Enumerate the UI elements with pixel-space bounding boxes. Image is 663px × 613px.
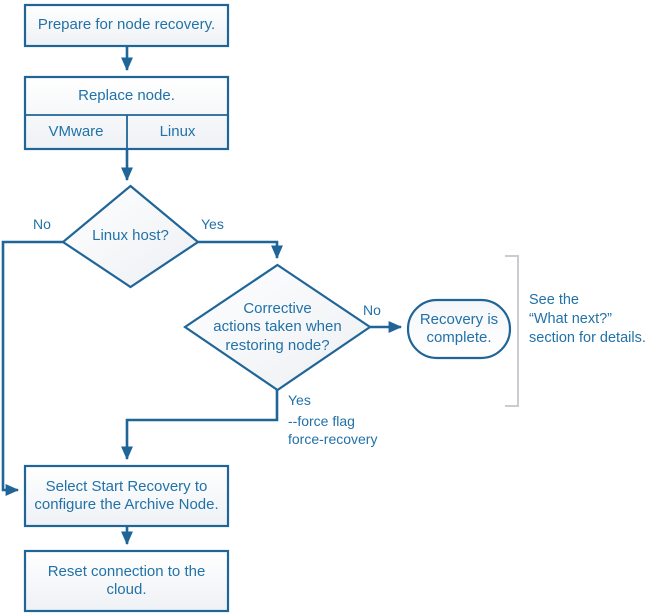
connector-linuxhost-no-to-startrecovery	[1, 240, 63, 496]
connector-corrective-yes-to-startrecovery	[121, 390, 279, 461]
what-next-bracket	[505, 255, 519, 407]
node-decision-corrective-actions[interactable]	[183, 263, 372, 392]
node-prepare-for-node-recovery[interactable]	[23, 3, 230, 48]
node-decision-linux-host[interactable]	[61, 184, 200, 289]
node-reset-connection-to-cloud[interactable]	[23, 549, 230, 613]
node-recovery-is-complete[interactable]	[406, 298, 512, 360]
node-select-start-recovery[interactable]	[23, 464, 230, 528]
connector-linuxhost-yes-to-corrective	[198, 240, 283, 260]
